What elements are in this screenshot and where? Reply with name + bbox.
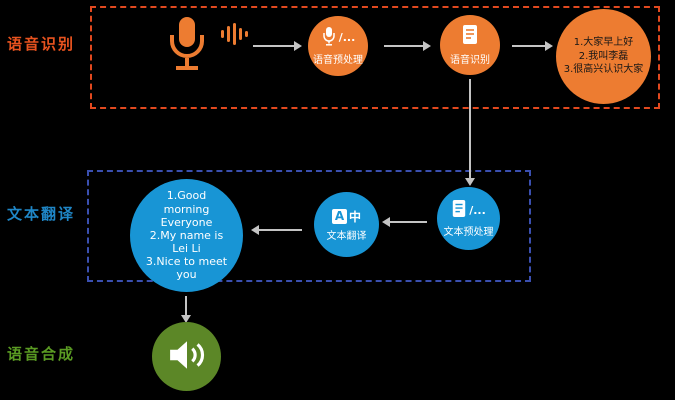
text-translation-dashed-box: [87, 170, 531, 282]
mt-result-line: 1.Good: [166, 189, 207, 203]
mt-result-line: Lei Li: [172, 242, 201, 256]
section-label-speech-synthesis: 语音合成: [7, 345, 76, 363]
speaker-icon: [168, 338, 206, 376]
text-translate-label: 文本翻译: [326, 230, 367, 242]
microphone-icon: [163, 15, 211, 81]
mic-small-icon: [321, 26, 337, 49]
text-preprocess-node: /... 文本预处理: [437, 187, 500, 250]
text-preprocess-label: 文本预处理: [443, 227, 494, 238]
section-label-text-translation: 文本翻译: [7, 205, 76, 223]
mt-result-line: morning: [163, 202, 210, 216]
translate-icon-zhong: 中: [348, 209, 361, 224]
translation-result-node: 1.Good morning Everyone 2.My name is Lei…: [130, 179, 243, 292]
arrow-translate-to-result: [251, 225, 302, 235]
mt-result-line: 2.My name is: [149, 228, 224, 242]
speech-preprocess-label: 语音预处理: [313, 55, 363, 66]
text-translate-node: A 中 文本翻译: [314, 192, 379, 257]
mt-result-line: Everyone: [160, 215, 213, 229]
preprocess-suffix: /...: [338, 31, 356, 44]
arrow-recognition-to-text-preprocess: [465, 79, 475, 186]
speech-recognition-node: 语音识别: [440, 15, 500, 75]
arrow-result-to-speaker: [181, 296, 191, 323]
mt-result-line: 3.Nice to meet: [145, 255, 228, 269]
arrow-preprocess-to-recognition: [384, 41, 431, 51]
speech-synthesis-node: [152, 322, 221, 391]
speech-recognition-node-label: 语音识别: [450, 55, 490, 66]
translate-icon-a: A: [331, 208, 347, 224]
arrow-text-preprocess-to-translate: [382, 217, 427, 227]
preprocess-suffix: /...: [469, 203, 486, 217]
recognition-result-node: 1.大家早上好 2.我叫李磊 3.很高兴认识大家: [556, 9, 651, 104]
speech-preprocess-node: /... 语音预处理: [308, 16, 368, 76]
document-icon: [461, 24, 479, 49]
arrow-recognition-to-result: [512, 41, 553, 51]
sound-wave-icon: [221, 22, 249, 50]
mt-result-line: you: [176, 268, 197, 282]
asr-result-line: 1.大家早上好: [573, 37, 634, 49]
asr-result-line: 2.我叫李磊: [578, 50, 629, 62]
speech-recognition-dashed-box: [90, 6, 660, 109]
section-label-speech-recognition: 语音识别: [7, 35, 76, 53]
arrow-mic-to-preprocess: [253, 41, 302, 51]
asr-result-line: 3.很高兴认识大家: [563, 64, 644, 76]
translate-icon: A 中: [331, 208, 361, 225]
document-icon: [451, 199, 467, 221]
